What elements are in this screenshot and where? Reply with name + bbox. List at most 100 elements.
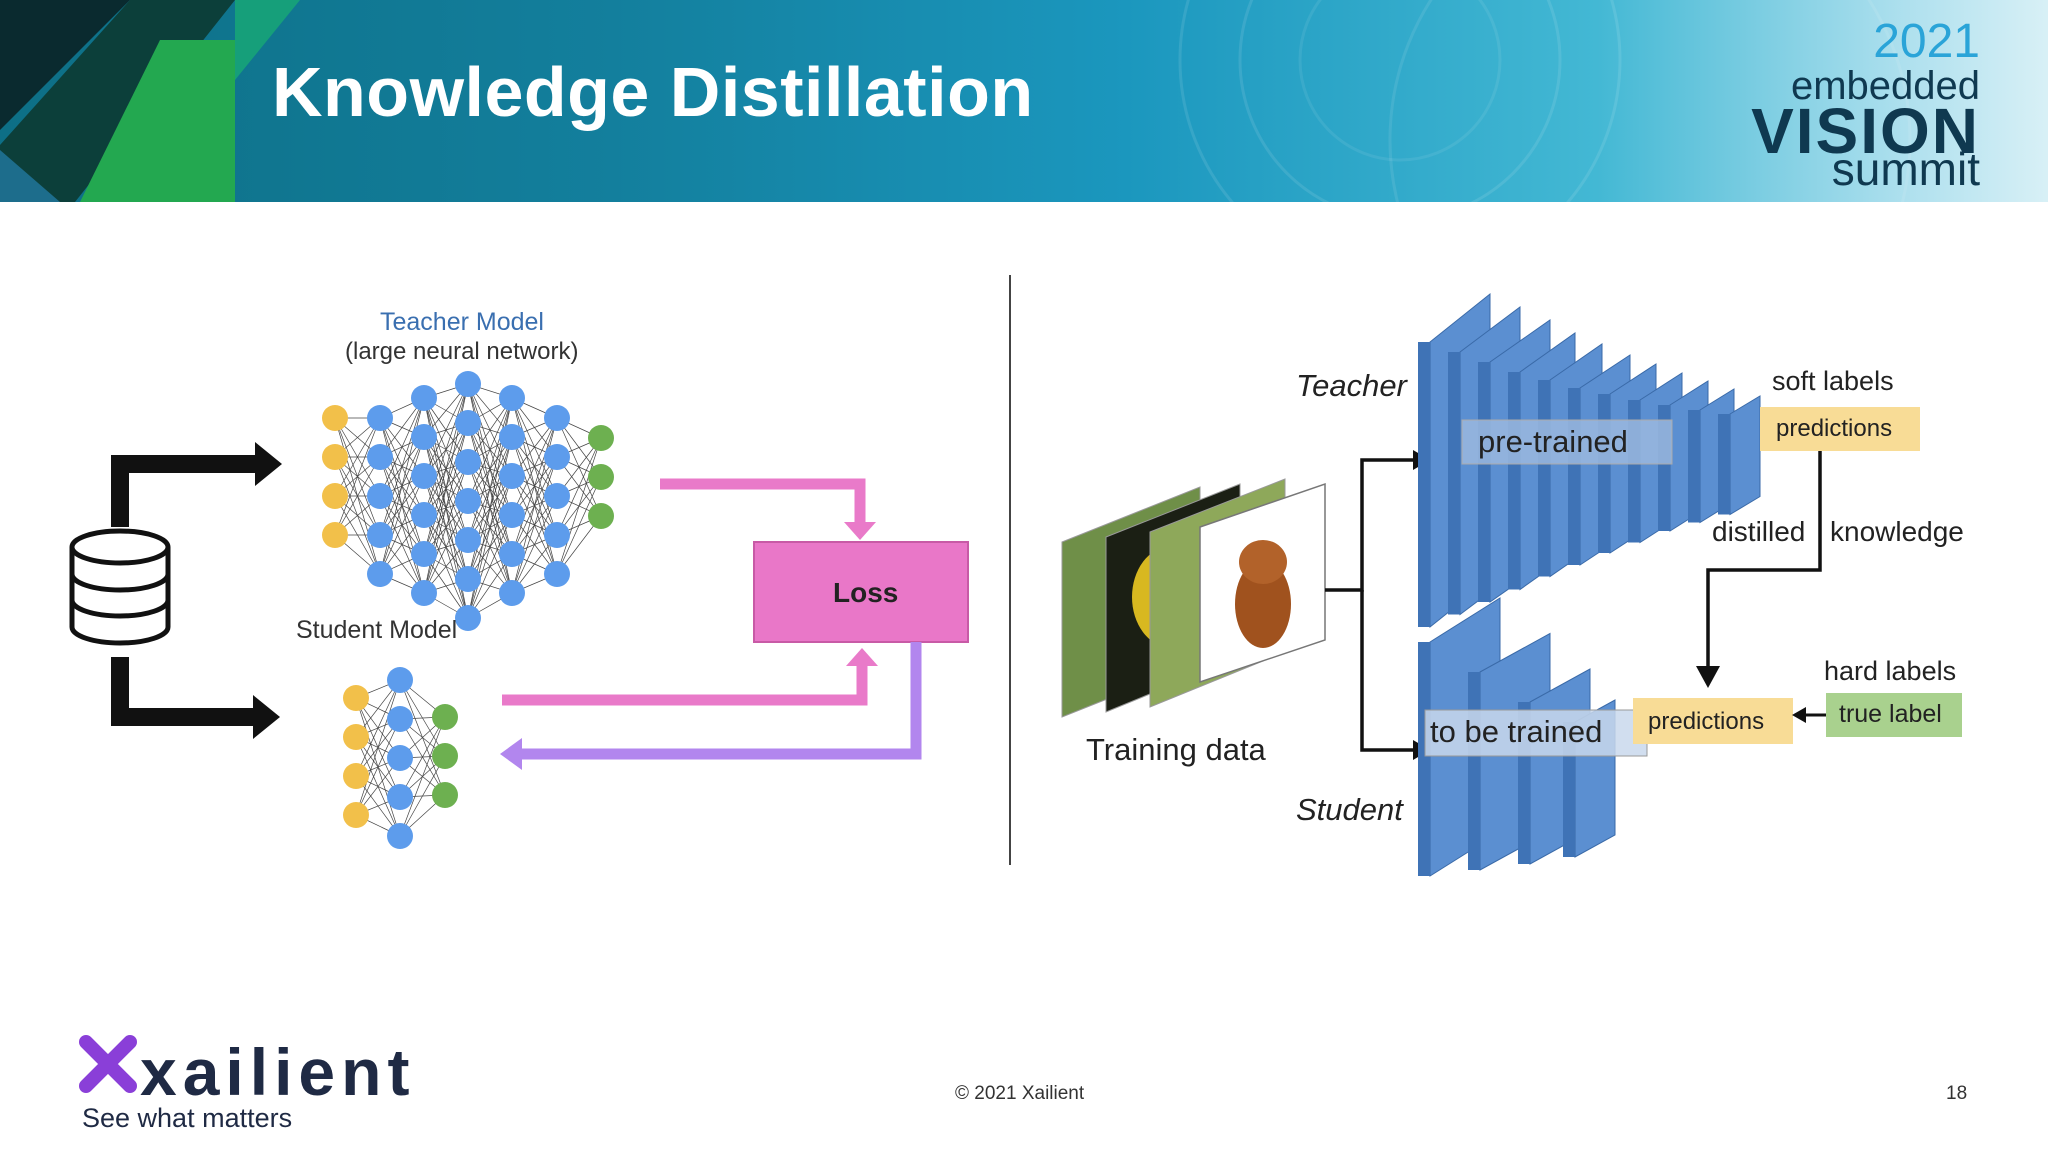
network-edge: [467, 514, 513, 619]
network-edge: [355, 679, 401, 777]
network-edge: [423, 383, 469, 477]
teacher-model-subtitle: (large neural network): [345, 338, 579, 365]
network-edge: [355, 679, 401, 816]
logo-embedded: embedded: [1790, 64, 1980, 108]
hidden-node: [455, 371, 481, 397]
pretrained-label: pre-trained: [1478, 424, 1628, 459]
hidden-node: [367, 405, 393, 431]
input-node: [322, 405, 348, 431]
copyright-text: © 2021 Xailient: [955, 1083, 1085, 1104]
output-node: [432, 704, 458, 730]
network-edge: [423, 461, 469, 594]
hidden-node: [544, 522, 570, 548]
hidden-node: [411, 463, 437, 489]
hidden-node: [499, 502, 525, 528]
hidden-node: [544, 483, 570, 509]
network-edge: [467, 397, 513, 541]
slide-title: Knowledge Distillation: [272, 53, 1034, 131]
student-to-loss-arrow: [502, 648, 878, 706]
teacher-to-loss-arrow: [660, 478, 876, 540]
hidden-node: [499, 385, 525, 411]
network-edge: [399, 716, 446, 837]
network-edge: [334, 417, 381, 497]
logo-year: 2021: [1873, 15, 1980, 68]
hidden-node: [411, 385, 437, 411]
input-node: [343, 685, 369, 711]
cnn-layer-edge: [1468, 672, 1480, 870]
logo-vision: VISION: [1751, 95, 1980, 167]
output-node: [588, 503, 614, 529]
left-diagram: Teacher Model (large neural network) Stu…: [0, 202, 1000, 922]
soft-predictions-label: predictions: [1776, 415, 1893, 442]
network-edge: [399, 755, 446, 837]
xailient-tagline: See what matters: [82, 1103, 293, 1133]
data-to-student-arrow: [111, 657, 280, 739]
hidden-node: [411, 580, 437, 606]
network-edge: [423, 500, 469, 594]
hidden-node: [411, 541, 437, 567]
header-decoration: [0, 0, 1912, 202]
branch-arrows: [1325, 458, 1415, 752]
network-edge: [399, 716, 446, 798]
cnn-layer-edge: [1508, 372, 1520, 590]
network-edge: [467, 475, 513, 619]
student-predictions-box: [1633, 698, 1793, 744]
student-network: [343, 667, 458, 849]
input-node: [343, 763, 369, 789]
divider-line: [1009, 275, 1011, 865]
student-predictions-label: predictions: [1648, 708, 1765, 735]
network-edge: [467, 397, 513, 502]
soft-predictions-box: [1760, 407, 1920, 451]
hidden-node: [367, 561, 393, 587]
hidden-node: [499, 424, 525, 450]
hidden-node: [367, 444, 393, 470]
network-edge: [511, 495, 558, 594]
network-edge: [556, 437, 602, 575]
hidden-node: [455, 488, 481, 514]
teacher-label: Teacher: [1296, 368, 1407, 403]
cnn-layer-edge: [1448, 352, 1460, 615]
true-label-box: [1826, 693, 1962, 737]
network-edge: [423, 383, 469, 516]
student-label: Student: [1296, 792, 1403, 827]
hidden-node: [455, 527, 481, 553]
to-be-trained-label: to be trained: [1430, 714, 1603, 749]
cnn-layer: [1729, 395, 1761, 516]
xailient-wordmark: xailient: [140, 1035, 416, 1109]
hidden-node: [455, 605, 481, 631]
hidden-node: [455, 566, 481, 592]
hidden-node: [411, 502, 437, 528]
hidden-node: [499, 580, 525, 606]
right-diagram: Teacher Student pre-trained to be traine…: [1020, 202, 2040, 922]
training-data-label: Training data: [1086, 732, 1266, 767]
hidden-node: [387, 745, 413, 771]
cnn-layer-edge: [1568, 388, 1580, 565]
distilled-label: distilled: [1712, 516, 1806, 547]
hidden-node: [455, 449, 481, 475]
hidden-node: [367, 522, 393, 548]
student-model-title: Student Model: [296, 616, 458, 644]
teacher-network: [322, 371, 614, 631]
output-node: [432, 743, 458, 769]
data-to-teacher-arrow: [111, 442, 282, 527]
cnn-layer-edge: [1718, 414, 1730, 515]
to-be-trained-box: [1424, 709, 1648, 757]
embedded-vision-summit-logo: 2021 embedded VISION summit: [1751, 14, 2010, 195]
hidden-node: [367, 483, 393, 509]
right-diagram-graphics: [1061, 292, 1962, 877]
page-number: 18: [1946, 1083, 1968, 1104]
network-edge: [355, 718, 401, 816]
hidden-node: [499, 541, 525, 567]
cnn-layer-edge: [1538, 380, 1550, 577]
network-edge: [556, 437, 602, 536]
network-edge: [379, 475, 425, 575]
header-banner: Knowledge Distillation 2021 embedded VIS…: [0, 0, 2048, 202]
output-node: [588, 464, 614, 490]
output-node: [432, 782, 458, 808]
input-node: [343, 802, 369, 828]
loss-label: Loss: [833, 577, 899, 608]
output-node: [588, 425, 614, 451]
hidden-node: [455, 410, 481, 436]
true-label-arrow: [1792, 707, 1826, 723]
